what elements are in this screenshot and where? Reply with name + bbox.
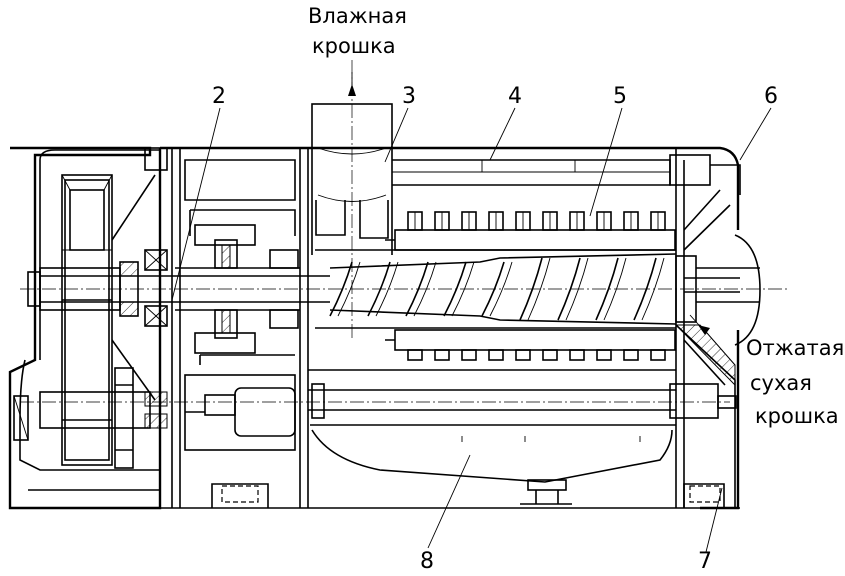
inlet-label-line1: Влажная bbox=[308, 4, 407, 28]
screw-auger bbox=[20, 234, 790, 346]
lower-shaft bbox=[20, 369, 730, 419]
outer-housing bbox=[8, 146, 740, 510]
callout-5: 5 bbox=[613, 84, 627, 109]
screw-barrel bbox=[315, 211, 676, 361]
outlet-label-line1: Отжатая bbox=[746, 336, 844, 360]
main-shaft bbox=[27, 224, 330, 354]
callout-7: 7 bbox=[698, 549, 712, 574]
rib-bottom bbox=[407, 349, 423, 361]
callout-4: 4 bbox=[508, 84, 522, 109]
rib-bottom bbox=[542, 349, 558, 361]
feed-hopper bbox=[311, 60, 393, 340]
rib-bottom bbox=[623, 349, 639, 361]
outlet-label-line3: крошка bbox=[755, 404, 839, 428]
gear-housing bbox=[13, 147, 168, 491]
screw-flight bbox=[595, 257, 619, 321]
callout-3: 3 bbox=[402, 84, 416, 109]
screw-flight bbox=[329, 261, 353, 317]
trough bbox=[310, 424, 676, 505]
rib-bottom bbox=[488, 349, 504, 361]
rib-bottom bbox=[434, 349, 450, 361]
callout-2: 2 bbox=[212, 84, 226, 109]
top-cover bbox=[392, 154, 741, 251]
outlet-label-line2: сухая bbox=[750, 371, 812, 395]
rib-bottom bbox=[569, 349, 585, 361]
discharge-cone bbox=[669, 314, 737, 508]
callout-8: 8 bbox=[420, 549, 434, 574]
outlet-label: Отжатая сухая крошка bbox=[746, 336, 844, 428]
inlet-label-line2: крошка bbox=[312, 34, 396, 58]
rib-bottom bbox=[461, 349, 477, 361]
frame-block bbox=[184, 159, 296, 508]
callout-6: 6 bbox=[764, 84, 778, 109]
callout-leaders bbox=[171, 107, 772, 553]
callout-numbers: 2 3 4 5 6 7 8 bbox=[212, 84, 778, 574]
rib-bottom bbox=[596, 349, 612, 361]
inlet-label: Влажная крошка bbox=[308, 4, 407, 58]
rib-bottom bbox=[650, 349, 666, 361]
rib-bottom bbox=[515, 349, 531, 361]
